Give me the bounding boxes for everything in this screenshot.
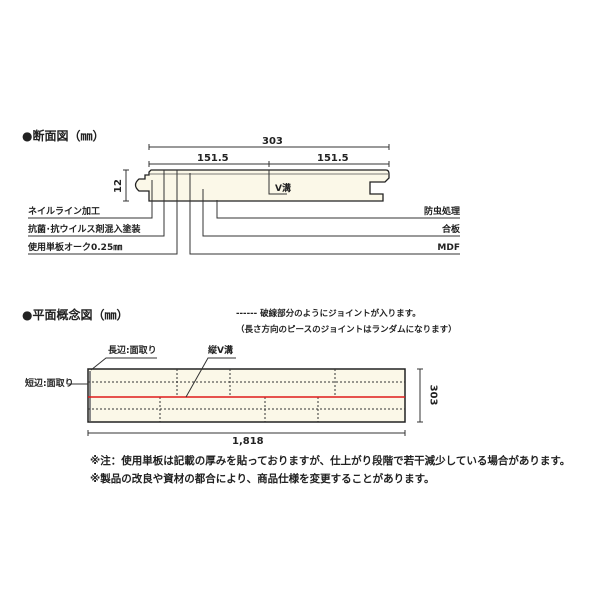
v-groove-label: V溝 [275,184,291,194]
dim-length-label: 1,818 [232,436,264,447]
plan-note-1: ------ 破線部分のようにジョイントが入ります。 [236,309,421,319]
dim-half-right-label: 151.5 [317,153,349,164]
label-nail-line: ネイルライン加工 [28,207,101,217]
label-short-edge: 短辺:面取り [25,379,74,389]
label-coating: 抗菌･抗ウイルス剤混入塗装 [28,225,141,235]
dim-total-label: 303 [262,136,283,147]
label-veneer: 使用単板オーク0.25㎜ [28,243,123,253]
dim-half-left-label: 151.5 [197,153,229,164]
label-insect-proof: 防虫処理 [423,207,460,217]
label-long-edge: 長辺:面取り [108,346,157,356]
board-section [134,169,390,202]
section-title: ●断面図（㎜） [22,129,105,143]
dim-thickness-label: 12 [112,179,124,193]
dim-width-label: 303 [427,384,439,406]
note-veneer: ※注：使用単板は記載の厚みを貼っておりますが、仕上がり段階で若干減少している場合… [90,455,571,467]
note-spec-change: ※製品の改良や資材の都合により、商品仕様を変更することがあります。 [90,473,435,485]
plan-board [87,368,406,423]
label-mdf: MDF [437,243,460,253]
label-plywood: 合板 [441,225,460,235]
plan-note-2: （長さ方向のピースのジョイントはランダムになります） [236,325,457,335]
v-groove-leader [268,170,287,195]
plan-title: ●平面概念図（㎜） [22,308,129,322]
label-vertical-groove: 縦V溝 [208,346,233,356]
